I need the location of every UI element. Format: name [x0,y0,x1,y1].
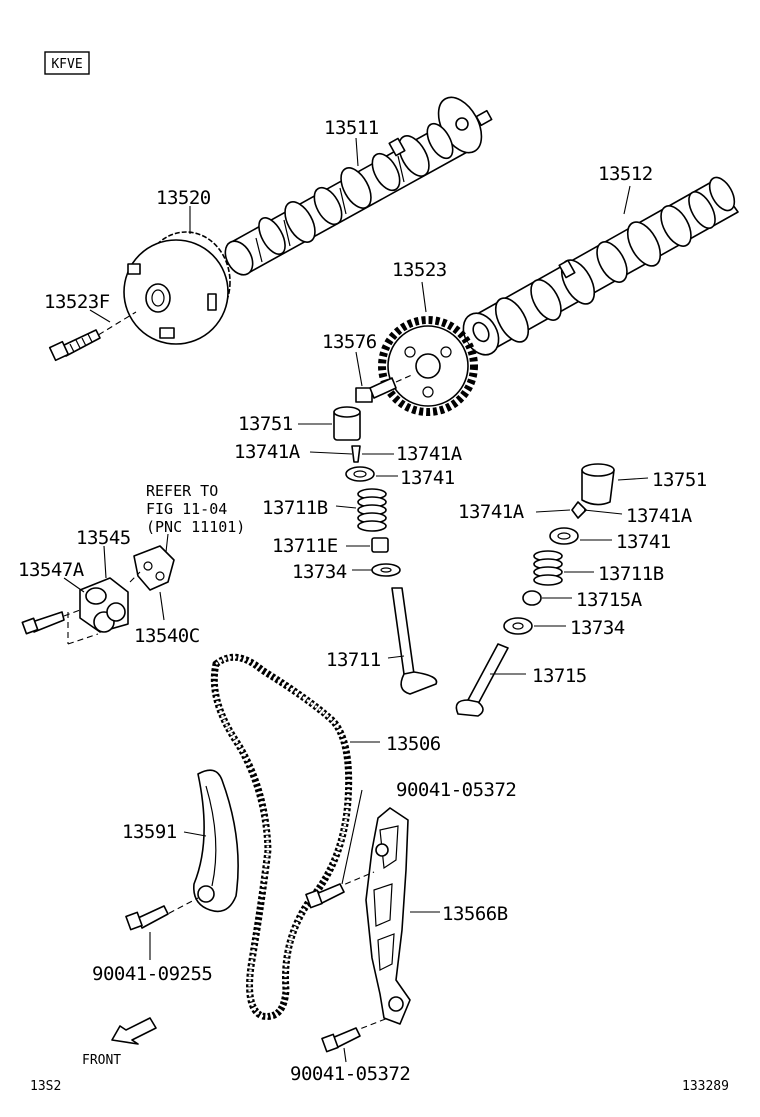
left-valve-train-illustration [333,406,438,695]
front-label: FRONT [82,1053,121,1068]
label-13711: 13711 [326,649,381,671]
label-13547a: 13547A [18,559,85,581]
right-valve-train-illustration [455,463,615,717]
label-13566b: 13566B [442,903,508,925]
chain-tensioner-illustration [21,545,175,645]
label-90041-05372-upper: 90041-05372 [396,779,516,801]
engine-code-box: KFVE [44,51,90,75]
label-13741-right: 13741 [616,531,671,553]
label-90041-09255: 90041-09255 [92,963,212,985]
refer-note: REFER TO FIG 11-04 (PNC 11101) [146,482,245,536]
label-13545: 13545 [76,527,131,549]
intake-camshaft-illustration [224,96,493,276]
label-13540c: 13540C [134,625,200,647]
label-13751-left: 13751 [238,413,293,435]
refer-note-line-3: (PNC 11101) [146,518,245,536]
label-13512: 13512 [598,163,653,185]
vvt-sprocket-illustration [123,231,231,345]
label-13715a: 13715A [576,589,643,611]
footer-left-code: 13S2 [30,1079,61,1094]
sprocket-13523-illustration [378,316,478,416]
bolt-13523f-illustration [48,311,137,362]
label-13741a-right-1: 13741A [458,501,525,523]
label-13741a-left-1: 13741A [234,441,301,463]
label-13711e: 13711E [272,535,338,557]
label-13520: 13520 [156,187,211,209]
bolt-13576-illustration [355,373,415,403]
exhaust-camshaft-illustration [462,176,739,356]
label-90041-05372-lower: 90041-05372 [290,1063,410,1085]
label-13523f: 13523F [44,291,110,313]
label-13576: 13576 [322,331,377,353]
engine-code: KFVE [51,57,82,72]
label-13591: 13591 [122,821,177,843]
part-labels: 13511 13512 13520 13523F 13523 13576 137… [18,117,707,1085]
label-13741a-right-2: 13741A [626,505,693,527]
label-13741-left: 13741 [400,467,455,489]
chain-slipper-illustration [305,807,411,1053]
label-13751-right: 13751 [652,469,707,491]
refer-note-line-2: FIG 11-04 [146,500,227,518]
refer-note-line-1: REFER TO [146,482,218,500]
label-13734-right: 13734 [570,617,625,639]
front-arrow-icon [111,1017,157,1045]
label-13711b-left: 13711B [262,497,328,519]
timing-chain-illustration [210,653,353,1020]
label-13711b-right: 13711B [598,563,664,585]
label-13741a-left-2: 13741A [396,443,463,465]
chain-guide-illustration [125,769,239,931]
label-13715: 13715 [532,665,587,687]
label-13511: 13511 [324,117,379,139]
label-13523: 13523 [392,259,447,281]
label-13506: 13506 [386,733,441,755]
label-13734-left: 13734 [292,561,347,583]
footer-right-code: 133289 [682,1079,729,1094]
